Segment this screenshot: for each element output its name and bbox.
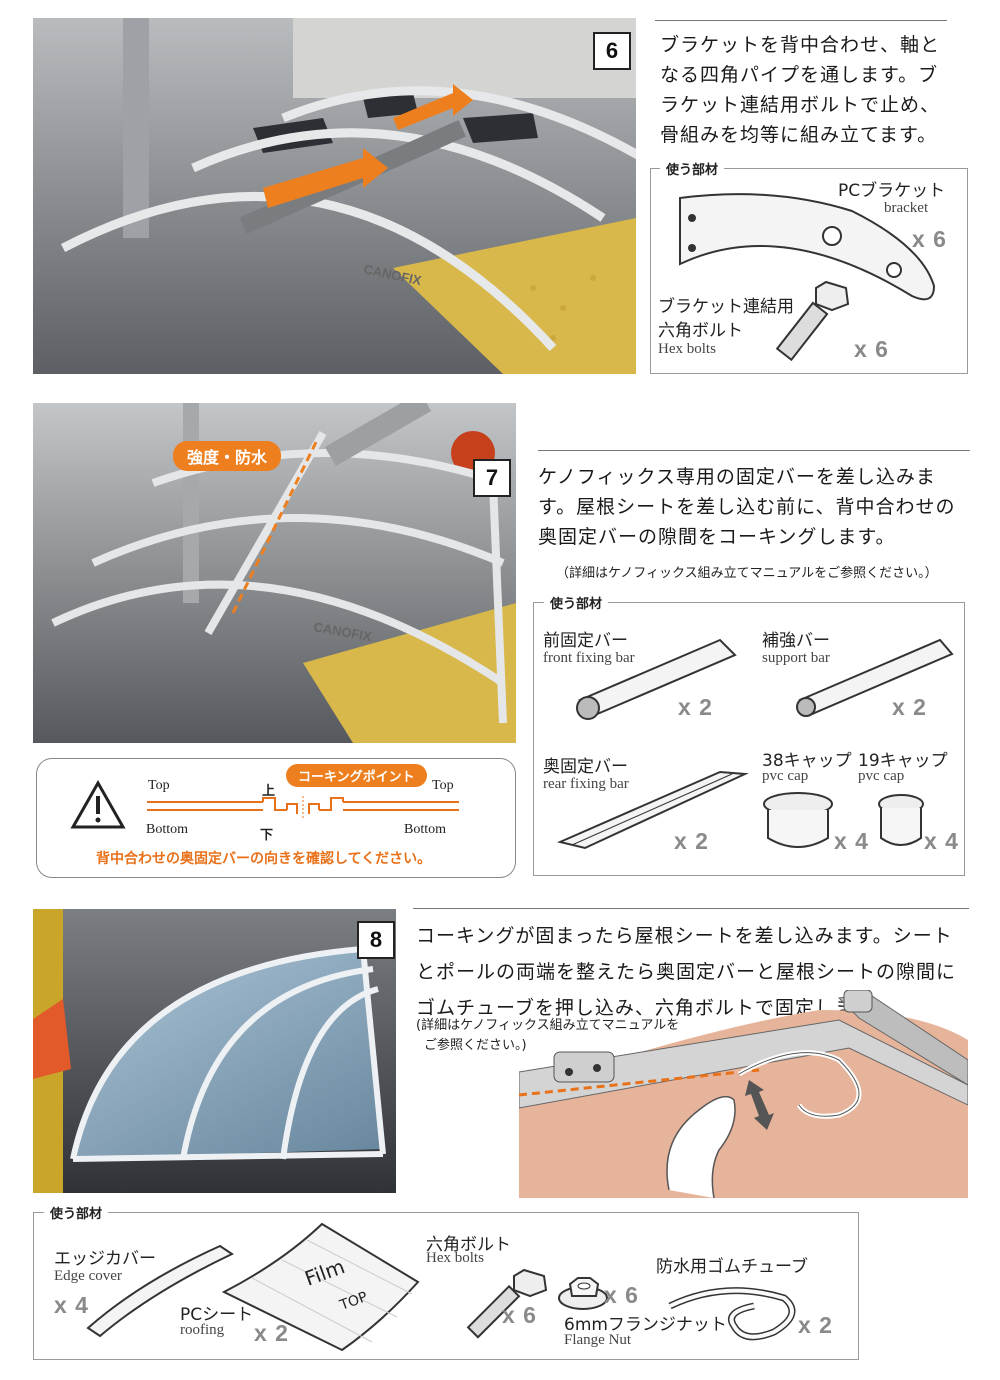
edge-cover-en: Edge cover <box>54 1268 122 1284</box>
pc-bracket-label-en: bracket <box>884 200 929 216</box>
cap19-en: pvc cap <box>858 768 905 784</box>
front-fixing-bar-qty: x 2 <box>678 694 713 720</box>
bracket-bolt-qty: x 6 <box>854 336 889 362</box>
step8-note-line1: (詳細はケノフィックス組み立てマニュアルを <box>416 1018 680 1033</box>
strength-waterproof-callout: 強度・防水 <box>173 441 282 471</box>
cap19-jp: 19キャップ <box>858 751 948 771</box>
pc-sheet-qty: x 2 <box>254 1320 289 1346</box>
step6-rule <box>655 20 947 21</box>
bracket-bolt-label-en: Hex bolts <box>658 341 716 357</box>
edge-cover-qty: x 4 <box>54 1292 89 1318</box>
cap38-jp: 38キャップ <box>762 751 852 771</box>
front-fixing-bar-jp: 前固定バー <box>543 631 628 651</box>
edge-cover-jp: エッジカバー <box>54 1249 156 1269</box>
step8-note-line2: ご参照ください。) <box>424 1038 527 1053</box>
caulking-warning-message: 背中合わせの奥固定バーの向きを確認してください。 <box>96 851 432 867</box>
step8-parts-label: 使う部材 <box>44 1203 109 1222</box>
hex-bolts-jp: 六角ボルト <box>426 1235 511 1255</box>
step8-rule <box>413 908 969 909</box>
cap38-icon <box>763 792 833 848</box>
rubber-tube-insertion-diagram <box>519 990 968 1198</box>
top-right-label: Top <box>432 778 454 793</box>
flange-nut-qty: x 6 <box>604 1282 639 1308</box>
step7-photo: CANOFIX 強度・防水 7 <box>33 403 516 743</box>
front-fixing-bar-icon <box>576 638 737 720</box>
support-bar-icon <box>796 638 954 717</box>
step6-instruction: ブラケットを背中合わせ、軸となる四角パイプを通します。ブラケット連結用ボルトで止… <box>660 34 941 146</box>
rear-fixing-bar-jp: 奥固定バー <box>543 757 628 777</box>
rear-fixing-bar-qty: x 2 <box>674 828 709 854</box>
caulking-warning-box <box>36 758 516 878</box>
step7-rule <box>538 450 970 451</box>
support-bar-en: support bar <box>762 650 830 666</box>
hex-bolts-qty: x 6 <box>502 1302 537 1328</box>
step8-photo: 8 <box>33 909 396 1193</box>
pc-bracket-icon <box>679 193 936 301</box>
pc-sheet-icon: Film TOP <box>222 1222 420 1352</box>
step-8-badge: 8 <box>357 921 395 959</box>
rear-bar-profile-diagram <box>147 796 459 818</box>
step-7-badge: 7 <box>473 459 511 497</box>
step7-note: （詳細はケノフィックス組み立てマニュアルをご参照ください。） <box>556 566 938 581</box>
warning-triangle-icon <box>70 780 126 829</box>
flange-nut-icon <box>558 1277 608 1310</box>
rubber-tube-qty: x 2 <box>798 1312 833 1338</box>
cap19-icon <box>878 794 924 846</box>
step6-photo: CANOFIX 6 <box>33 18 636 374</box>
cap38-qty: x 4 <box>834 828 869 854</box>
step7-parts-label: 使う部材 <box>544 593 609 612</box>
support-bar-qty: x 2 <box>892 694 927 720</box>
step8-instruction: コーキングが固まったら屋根シートを差し込みます。シートとポールの両端を整えたら奥… <box>416 925 957 1019</box>
step7-instruction: ケノフィックス専用の固定バーを差し込みます。屋根シートを差し込む前に、背中合わせ… <box>538 466 956 548</box>
flange-nut-jp: 6mmフランジナット <box>564 1315 727 1335</box>
caulking-point-label: コーキングポイント <box>286 764 427 787</box>
down-label: 下 <box>260 828 274 843</box>
rear-fixing-bar-en: rear fixing bar <box>543 776 629 792</box>
rubber-tube-jp: 防水用ゴムチューブ <box>656 1257 808 1277</box>
rear-fixing-bar-icon <box>556 770 749 850</box>
rubber-tube-icon <box>668 1287 796 1341</box>
pc-bracket-label-jp: PCブラケット <box>838 181 946 201</box>
pc-sheet-en: roofing <box>180 1322 225 1338</box>
hex-bolt-8-icon <box>466 1268 548 1339</box>
edge-cover-icon <box>86 1244 235 1338</box>
up-label: 上 <box>262 784 276 799</box>
flange-nut-en: Flange Nut <box>564 1332 632 1348</box>
pc-bracket-qty: x 6 <box>912 226 947 252</box>
front-fixing-bar-en: front fixing bar <box>543 650 635 666</box>
cap38-en: pvc cap <box>762 768 809 784</box>
step6-parts-label: 使う部材 <box>660 159 725 178</box>
support-bar-jp: 補強バー <box>762 631 830 651</box>
cap19-qty: x 4 <box>924 828 959 854</box>
top-left-label: Top <box>148 778 170 793</box>
pc-sheet-jp: PCシート <box>180 1305 254 1325</box>
bottom-left-label: Bottom <box>146 822 189 837</box>
hex-bolts-en: Hex bolts <box>426 1250 484 1266</box>
bracket-bolt-label-jp2: 六角ボルト <box>658 321 743 341</box>
hex-bolt-icon <box>776 280 850 362</box>
bracket-bolt-label-jp1: ブラケット連結用 <box>658 297 794 317</box>
bottom-right-label: Bottom <box>404 822 447 837</box>
step-6-badge: 6 <box>593 32 631 70</box>
